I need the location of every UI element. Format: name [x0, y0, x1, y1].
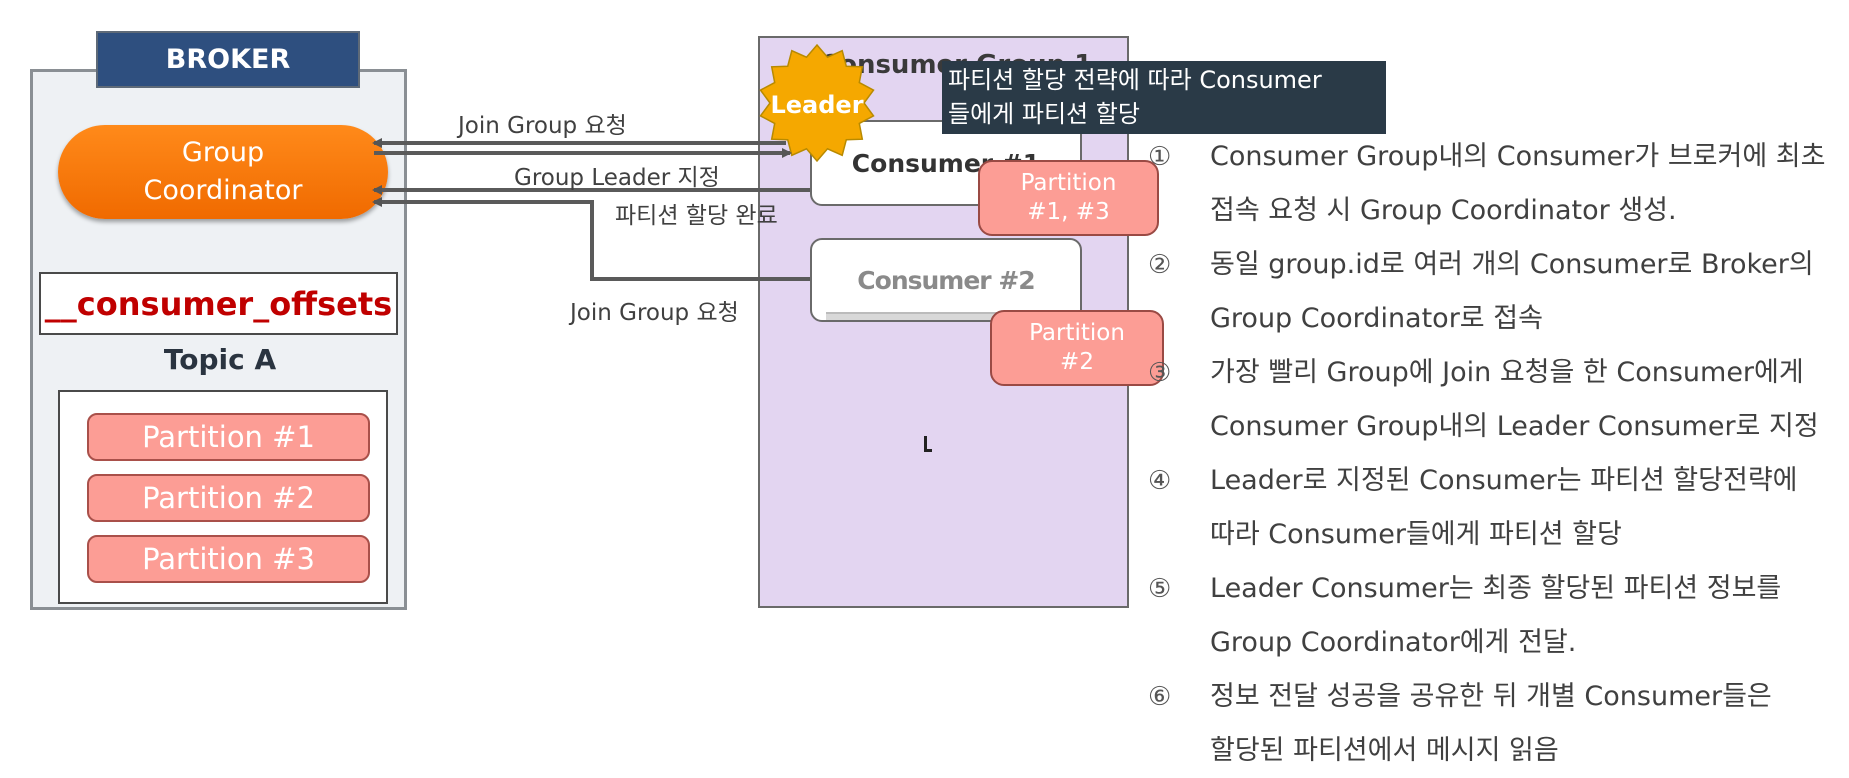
step-5: ⑤ Leader Consumer는 최종 할당된 파티션 정보를 Group C… [1148, 562, 1848, 670]
consumer-offsets-topic: __consumer_offsets [39, 272, 398, 335]
assignment-tooltip: 파티션 할당 전략에 따라 Consumer 들에게 파티션 할당 [942, 61, 1386, 134]
join-group-2-label: Join Group 요청 [570, 300, 739, 326]
step-3-line1: 가장 빨리 Group에 Join 요청을 한 Consumer에게 [1210, 357, 1804, 388]
step-1-line1: Consumer Group내의 Consumer가 브로커에 최초 [1210, 141, 1826, 172]
broker-title: BROKER [96, 31, 360, 88]
step-number: ⑥ [1148, 682, 1172, 712]
step-2-line1: 동일 group.id로 여러 개의 Consumer로 Broker의 [1210, 249, 1814, 280]
step-3-line2: Consumer Group내의 Leader Consumer로 지정 [1210, 411, 1819, 442]
step-6-line1: 정보 전달 성공을 공유한 뒤 개별 Consumer들은 [1210, 681, 1772, 712]
consumer-2-partition-badge: Partition #2 [990, 310, 1164, 386]
leader-star-icon: Leader [759, 43, 875, 163]
tooltip-line2: 들에게 파티션 할당 [948, 100, 1140, 128]
consumer-2-partition-line1: Partition [1029, 320, 1125, 346]
consumer-2-partition-line2: #2 [1060, 349, 1094, 375]
step-4-line2: 따라 Consumer들에게 파티션 할당 [1210, 519, 1622, 550]
group-coordinator-line1: Group [181, 137, 265, 168]
tooltip-line1: 파티션 할당 전략에 따라 Consumer [948, 66, 1322, 94]
step-number: ④ [1148, 466, 1172, 496]
consumer-2-divider [826, 312, 1002, 320]
group-leader-label: Group Leader 지정 [514, 165, 720, 191]
step-2-line2: Group Coordinator로 접속 [1210, 303, 1543, 334]
consumer-1-partition-badge: Partition #1, #3 [978, 160, 1159, 236]
consumer-2-box: Consumer #2 [810, 238, 1082, 322]
group-coordinator: Group Coordinator [58, 125, 388, 219]
step-6-line2: 할당된 파티션에서 메시지 읽음 [1210, 735, 1559, 766]
step-3: ③ 가장 빨리 Group에 Join 요청을 한 Consumer에게 Cons… [1148, 346, 1848, 454]
consumer-2-label: Consumer #2 [857, 265, 1035, 295]
text-cursor-icon [924, 436, 932, 452]
topic-label: Topic A [163, 343, 277, 376]
step-number: ③ [1148, 358, 1172, 388]
assign-done-label: 파티션 할당 완료 [615, 203, 778, 229]
join-group-1-label: Join Group 요청 [458, 113, 627, 139]
leader-badge-label: Leader [770, 91, 863, 119]
step-number: ② [1148, 250, 1172, 280]
step-5-line2: Group Coordinator에게 전달. [1210, 627, 1577, 658]
step-4-line1: Leader로 지정된 Consumer는 파티션 할당전략에 [1210, 465, 1798, 496]
topic-partition-1: Partition #1 [87, 413, 370, 461]
step-1-line2: 접속 요청 시 Group Coordinator 생성. [1210, 195, 1677, 226]
group-coordinator-line2: Coordinator [143, 175, 303, 206]
consumer-1-partition-line1: Partition [1020, 170, 1117, 196]
step-number: ① [1148, 142, 1172, 172]
step-5-line1: Leader Consumer는 최종 할당된 파티션 정보를 [1210, 573, 1782, 604]
join-group-2-arrow [372, 197, 810, 281]
step-number: ⑤ [1148, 574, 1172, 604]
topic-partition-2: Partition #2 [87, 474, 370, 522]
step-2: ② 동일 group.id로 여러 개의 Consumer로 Broker의 Gr… [1148, 238, 1848, 346]
topic-partition-3: Partition #3 [87, 535, 370, 583]
consumer-1-partition-line2: #1, #3 [1027, 199, 1110, 225]
